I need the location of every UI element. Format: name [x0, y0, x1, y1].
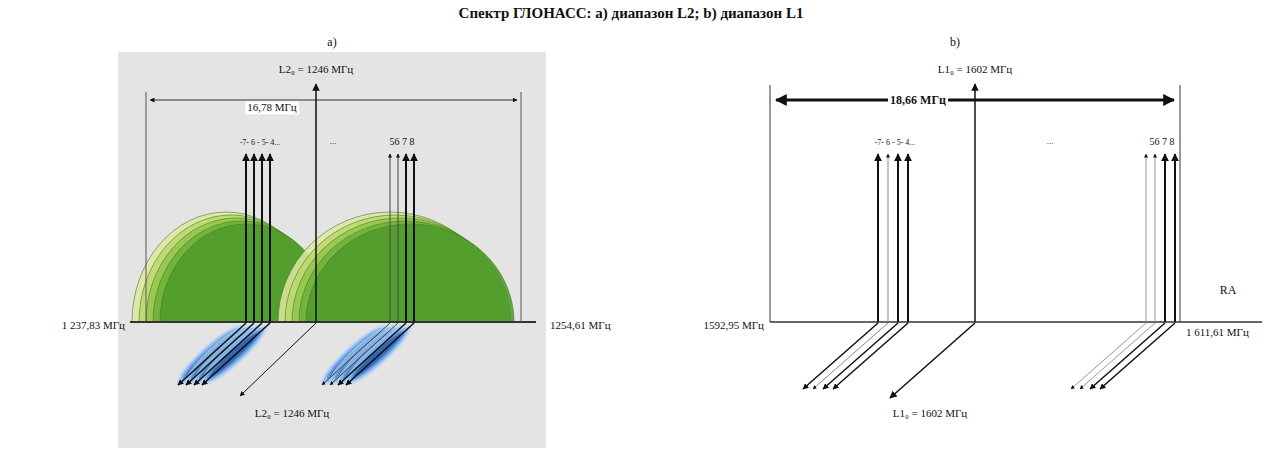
spectrum-lobe	[306, 224, 514, 322]
carrier-arrow	[245, 154, 247, 322]
carrier-projection	[803, 323, 878, 389]
diagram-label: RA	[1218, 283, 1239, 297]
carrier-arrow	[897, 154, 899, 322]
carrier-arrow	[877, 154, 879, 322]
carrier-arrow	[253, 154, 255, 322]
carrier-arrow	[1146, 154, 1147, 322]
frequency-axis	[770, 321, 1262, 323]
carrier-projection	[338, 323, 406, 385]
carrier-projection	[330, 323, 398, 385]
carrier-projection	[1100, 323, 1175, 389]
diagram-label: 1592,95 МГц	[701, 319, 766, 332]
diagram-label: L1₀ = 1602 МГц	[936, 63, 1015, 76]
diagram-label: 1 237,83 МГц	[60, 319, 127, 332]
diagram-label: 1 611,61 МГц	[1184, 326, 1251, 339]
diagram-label: 18,66 МГц	[888, 93, 948, 107]
blue-side-lobes	[171, 318, 418, 392]
carrier-arrow	[1174, 154, 1176, 322]
carrier-arrow	[1164, 154, 1166, 322]
band-edge-line	[1180, 85, 1181, 322]
diagram-label: 1254,61 МГц	[548, 319, 613, 332]
diagram-label: -7- 6 - 5- 4...	[873, 138, 918, 148]
carrier-projection	[833, 323, 908, 389]
carrier-arrow	[390, 154, 391, 322]
carrier-arrows	[178, 154, 1175, 389]
carrier-arrow	[888, 154, 889, 322]
carrier-arrow	[261, 154, 263, 322]
carrier-projection	[194, 323, 262, 385]
frequency-axis	[130, 321, 536, 323]
band-edge-line	[146, 92, 147, 322]
diagram-label: L2₀ = 1246 МГц	[253, 407, 332, 420]
diagram-label: L1₀ = 1602 МГц	[891, 407, 970, 420]
carrier-arrow	[269, 154, 271, 322]
side-lobe	[339, 318, 418, 392]
carrier-projection	[813, 323, 888, 389]
panel-background	[118, 52, 546, 448]
diagram-label: b)	[948, 35, 962, 49]
carrier-arrow	[1155, 154, 1156, 322]
diagram-label: a)	[325, 35, 338, 49]
diagram-label: 16,78 МГц	[245, 101, 299, 114]
carrier-arrow	[405, 154, 407, 322]
center-frequency-arrow	[315, 84, 317, 322]
carrier-arrow	[907, 154, 909, 322]
diagram-label: 56 7 8	[1148, 136, 1177, 148]
diagram-label: ...	[328, 136, 339, 147]
bandwidth-dimension	[150, 100, 517, 101]
center-frequency-arrow	[974, 84, 976, 322]
carrier-projection	[1071, 323, 1146, 389]
center-frequency-arrow	[890, 323, 975, 398]
diagram-label: 56 7 8	[388, 136, 417, 148]
band-edge-line	[521, 92, 522, 322]
carrier-arrow	[398, 154, 399, 322]
carrier-projection	[202, 323, 270, 385]
carrier-projection	[1080, 323, 1155, 389]
diagram-label: L2₀ = 1246 МГц	[277, 63, 356, 76]
carrier-projection	[346, 323, 414, 385]
carrier-projection	[823, 323, 898, 389]
carrier-projection	[1090, 323, 1165, 389]
diagram-label: ...	[1045, 136, 1056, 147]
band-edge-line	[770, 85, 771, 322]
side-lobe	[343, 322, 413, 387]
diagram-label: -7- 6 - 5- 4...	[238, 138, 283, 148]
center-frequency-arrow	[240, 323, 316, 396]
signal-spectrum-lobes	[132, 212, 514, 322]
diagram-title: Спектр ГЛОНАСС: a) диапазон L2; b) диапа…	[457, 4, 806, 22]
side-lobe	[195, 318, 274, 392]
carrier-arrow	[413, 154, 415, 322]
carrier-projection	[186, 323, 254, 385]
